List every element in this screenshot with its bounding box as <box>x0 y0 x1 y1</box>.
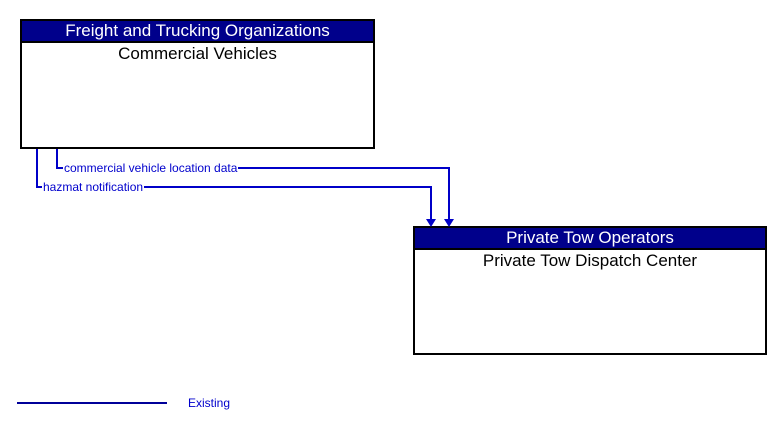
flow-label-commercial-vehicle-location-data[interactable]: commercial vehicle location data <box>63 161 239 175</box>
entity-body: Private Tow Dispatch Center <box>415 250 765 271</box>
flow-hazmat-drop-from-source-line <box>36 149 38 188</box>
entity-header-label: Freight and Trucking Organizations <box>65 21 330 40</box>
flow-commercial-drop-to-target-line <box>448 167 450 219</box>
entity-header-label: Private Tow Operators <box>506 228 674 247</box>
entity-name-label[interactable]: Commercial Vehicles <box>118 44 277 63</box>
entity-commercial-vehicles[interactable]: Freight and Trucking Organizations Comme… <box>20 19 375 149</box>
legend-existing-label: Existing <box>188 396 231 410</box>
entity-header-freight-trucking[interactable]: Freight and Trucking Organizations <box>22 21 373 43</box>
entity-body: Commercial Vehicles <box>22 43 373 64</box>
entity-header-private-tow-operators[interactable]: Private Tow Operators <box>415 228 765 250</box>
flow-hazmat-horizontal-line <box>36 186 432 188</box>
flow-commercial-horizontal-line <box>56 167 450 169</box>
flow-label-hazmat-notification[interactable]: hazmat notification <box>42 180 145 194</box>
entity-name-label[interactable]: Private Tow Dispatch Center <box>482 251 698 270</box>
flow-hazmat-drop-to-target-line <box>430 186 432 219</box>
flow-commercial-arrowhead-icon <box>444 219 454 227</box>
flow-commercial-drop-from-source-line <box>56 149 58 169</box>
flow-hazmat-arrowhead-icon <box>426 219 436 227</box>
legend-existing-line <box>17 402 167 404</box>
entity-private-tow-dispatch-center[interactable]: Private Tow Operators Private Tow Dispat… <box>413 226 767 355</box>
